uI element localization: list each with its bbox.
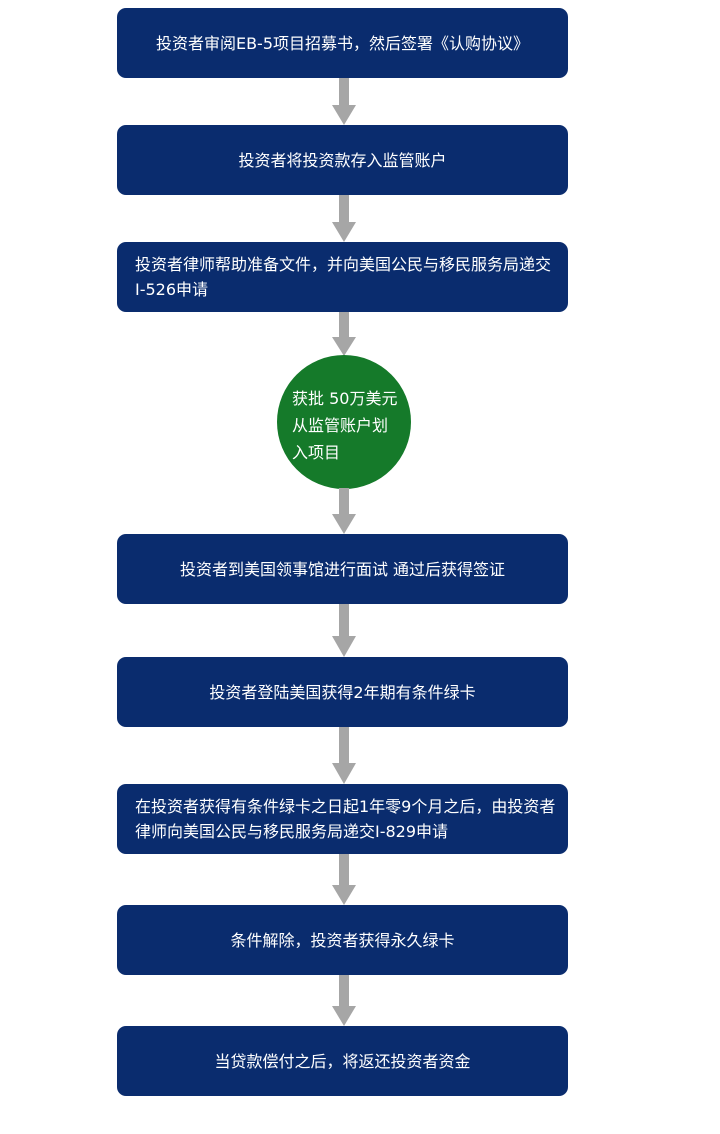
step-3-file-i526: 投资者律师帮助准备文件，并向美国公民与移民服务局递交I-526申请 [117, 242, 568, 312]
step-8-permanent-green-card: 条件解除，投资者获得永久绿卡 [117, 905, 568, 975]
down-arrow-icon [332, 195, 356, 242]
approval-circle: 获批 50万美元 从监管账户划 入项目 [277, 355, 411, 489]
step-2-deposit-to-escrow: 投资者将投资款存入监管账户 [117, 125, 568, 195]
step-6-text: 投资者登陆美国获得2年期有条件绿卡 [209, 682, 476, 702]
down-arrow-icon [332, 312, 356, 356]
down-arrow-icon [332, 604, 356, 657]
approval-line-3: 入项目 [292, 443, 341, 462]
step-9-text: 当贷款偿付之后，将返还投资者资金 [214, 1051, 471, 1071]
step-6-conditional-green-card: 投资者登陆美国获得2年期有条件绿卡 [117, 657, 568, 727]
step-7-file-i829: 在投资者获得有条件绿卡之日起1年零9个月之后，由投资者律师向美国公民与移民服务局… [117, 784, 568, 854]
step-8-text: 条件解除，投资者获得永久绿卡 [230, 930, 455, 950]
down-arrow-icon [332, 975, 356, 1026]
down-arrow-icon [332, 78, 356, 125]
step-1-review-and-sign: 投资者审阅EB-5项目招募书，然后签署《认购协议》 [117, 8, 568, 78]
step-5-text: 投资者到美国领事馆进行面试 通过后获得签证 [179, 559, 506, 579]
step-9-return-funds: 当贷款偿付之后，将返还投资者资金 [117, 1026, 568, 1096]
step-1-text: 投资者审阅EB-5项目招募书，然后签署《认购协议》 [155, 33, 530, 53]
down-arrow-icon [332, 854, 356, 905]
step-3-text: 投资者律师帮助准备文件，并向美国公民与移民服务局递交I-526申请 [135, 255, 552, 299]
approval-line-2: 从监管账户划 [292, 416, 389, 435]
approval-line-1: 获批 50万美元 [292, 389, 398, 408]
down-arrow-icon [332, 727, 356, 784]
step-2-text: 投资者将投资款存入监管账户 [238, 150, 447, 170]
down-arrow-icon [332, 488, 356, 534]
step-7-text: 在投资者获得有条件绿卡之日起1年零9个月之后，由投资者律师向美国公民与移民服务局… [135, 797, 556, 841]
step-5-consulate-interview: 投资者到美国领事馆进行面试 通过后获得签证 [117, 534, 568, 604]
